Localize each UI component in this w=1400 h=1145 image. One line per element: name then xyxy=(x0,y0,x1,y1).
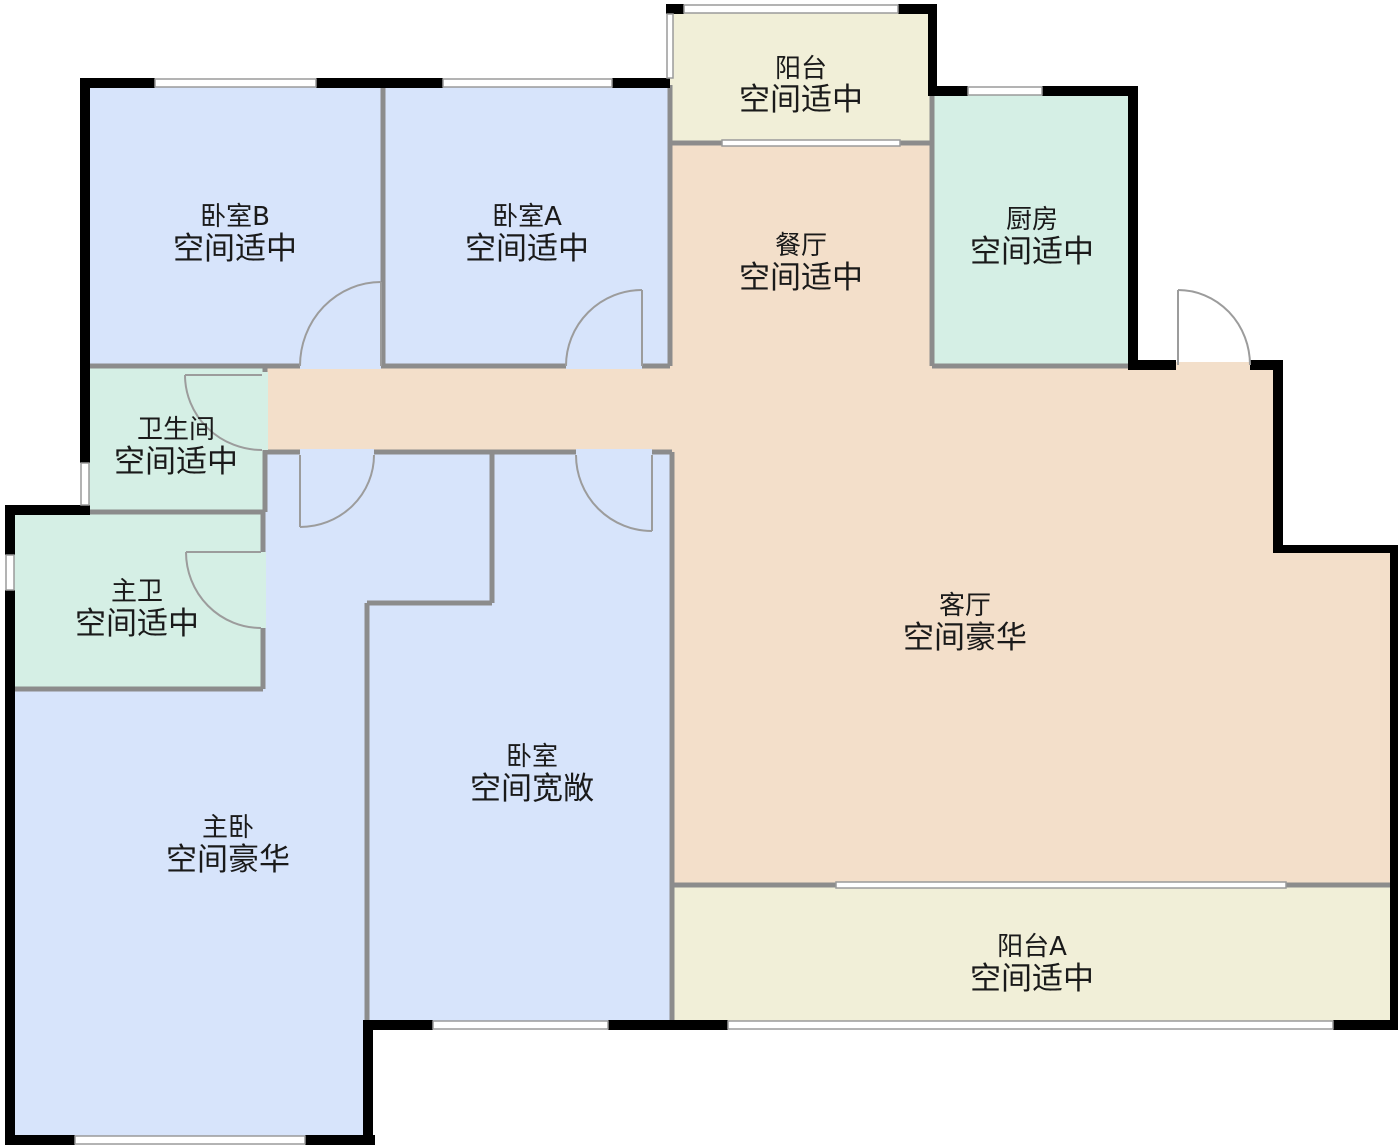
room-desc-balcony-a: 空间适中 xyxy=(970,961,1094,997)
room-name-bedroom-b: 卧室B xyxy=(200,202,270,232)
balcony-top-fill xyxy=(670,10,932,143)
room-desc-kitchen: 空间适中 xyxy=(970,234,1094,270)
room-name-dining: 餐厅 xyxy=(775,231,827,261)
window-bedroom-b xyxy=(154,78,317,88)
window-balcony-top xyxy=(683,4,899,14)
window-bathroom xyxy=(80,462,90,506)
bedroom-fill xyxy=(367,452,672,1023)
room-desc-bedroom: 空间宽敞 xyxy=(470,771,594,807)
window-balcony-a xyxy=(727,1020,1334,1030)
room-fills xyxy=(12,10,1393,1138)
master-bedroom-fill xyxy=(12,452,492,1138)
label-balcony-top: 阳台 空间适中 xyxy=(739,54,863,118)
doors xyxy=(184,281,1251,629)
sliding-door-balcony-a xyxy=(835,881,1287,889)
room-desc-master-bedroom: 空间豪华 xyxy=(166,842,290,878)
windows xyxy=(5,4,1334,1145)
room-desc-bedroom-b: 空间适中 xyxy=(173,231,297,267)
room-name-bedroom-a: 卧室A xyxy=(492,202,562,232)
room-desc-balcony-top: 空间适中 xyxy=(739,82,863,118)
label-bathroom: 卫生间 空间适中 xyxy=(114,415,238,480)
room-name-master-bedroom: 主卧 xyxy=(202,813,254,843)
window-master-bath xyxy=(5,554,15,591)
bedroom-b-fill xyxy=(87,85,383,366)
label-master-bath: 主卫 空间适中 xyxy=(75,577,199,642)
room-desc-master-bath: 空间适中 xyxy=(75,606,199,642)
window-kitchen xyxy=(967,86,1043,96)
living-area-fill xyxy=(265,143,1393,885)
label-bedroom-a: 卧室A 空间适中 xyxy=(465,202,589,267)
room-name-bedroom: 卧室 xyxy=(506,742,558,772)
balcony-a-fill xyxy=(672,885,1393,1025)
master-bath-fill xyxy=(12,512,263,689)
label-balcony-a: 阳台A 空间适中 xyxy=(970,932,1094,997)
room-labels: 阳台 空间适中 卧室B 空间适中 卧室A 空间适中 餐厅 空间适中 厨房 空间适… xyxy=(75,54,1094,997)
room-name-balcony-top: 阳台 xyxy=(775,54,827,84)
window-master-bedroom xyxy=(74,1135,306,1145)
label-bedroom: 卧室 空间宽敞 xyxy=(470,742,594,807)
bedroom-a-fill xyxy=(383,85,670,366)
room-desc-bathroom: 空间适中 xyxy=(114,444,238,480)
exterior-walls xyxy=(5,4,1398,1145)
room-name-bathroom: 卫生间 xyxy=(137,415,215,445)
label-dining: 餐厅 空间适中 xyxy=(739,231,863,296)
room-desc-dining: 空间适中 xyxy=(739,260,863,296)
label-kitchen: 厨房 空间适中 xyxy=(970,205,1094,270)
sliding-door-dining xyxy=(721,139,901,147)
room-name-living: 客厅 xyxy=(939,591,991,621)
room-name-balcony-a: 阳台A xyxy=(997,932,1067,962)
bathroom-fill xyxy=(87,368,265,512)
window-balcony-left xyxy=(666,13,674,79)
window-bedroom-a xyxy=(442,78,613,88)
room-desc-living: 空间豪华 xyxy=(903,620,1027,656)
label-living: 客厅 空间豪华 xyxy=(903,591,1027,656)
label-bedroom-b: 卧室B 空间适中 xyxy=(173,202,297,267)
label-master-bedroom: 主卧 空间豪华 xyxy=(166,813,290,878)
room-name-kitchen: 厨房 xyxy=(1006,205,1058,235)
window-bedroom xyxy=(432,1020,609,1030)
room-name-master-bath: 主卫 xyxy=(111,577,163,607)
room-desc-bedroom-a: 空间适中 xyxy=(465,231,589,267)
kitchen-fill xyxy=(932,92,1132,365)
